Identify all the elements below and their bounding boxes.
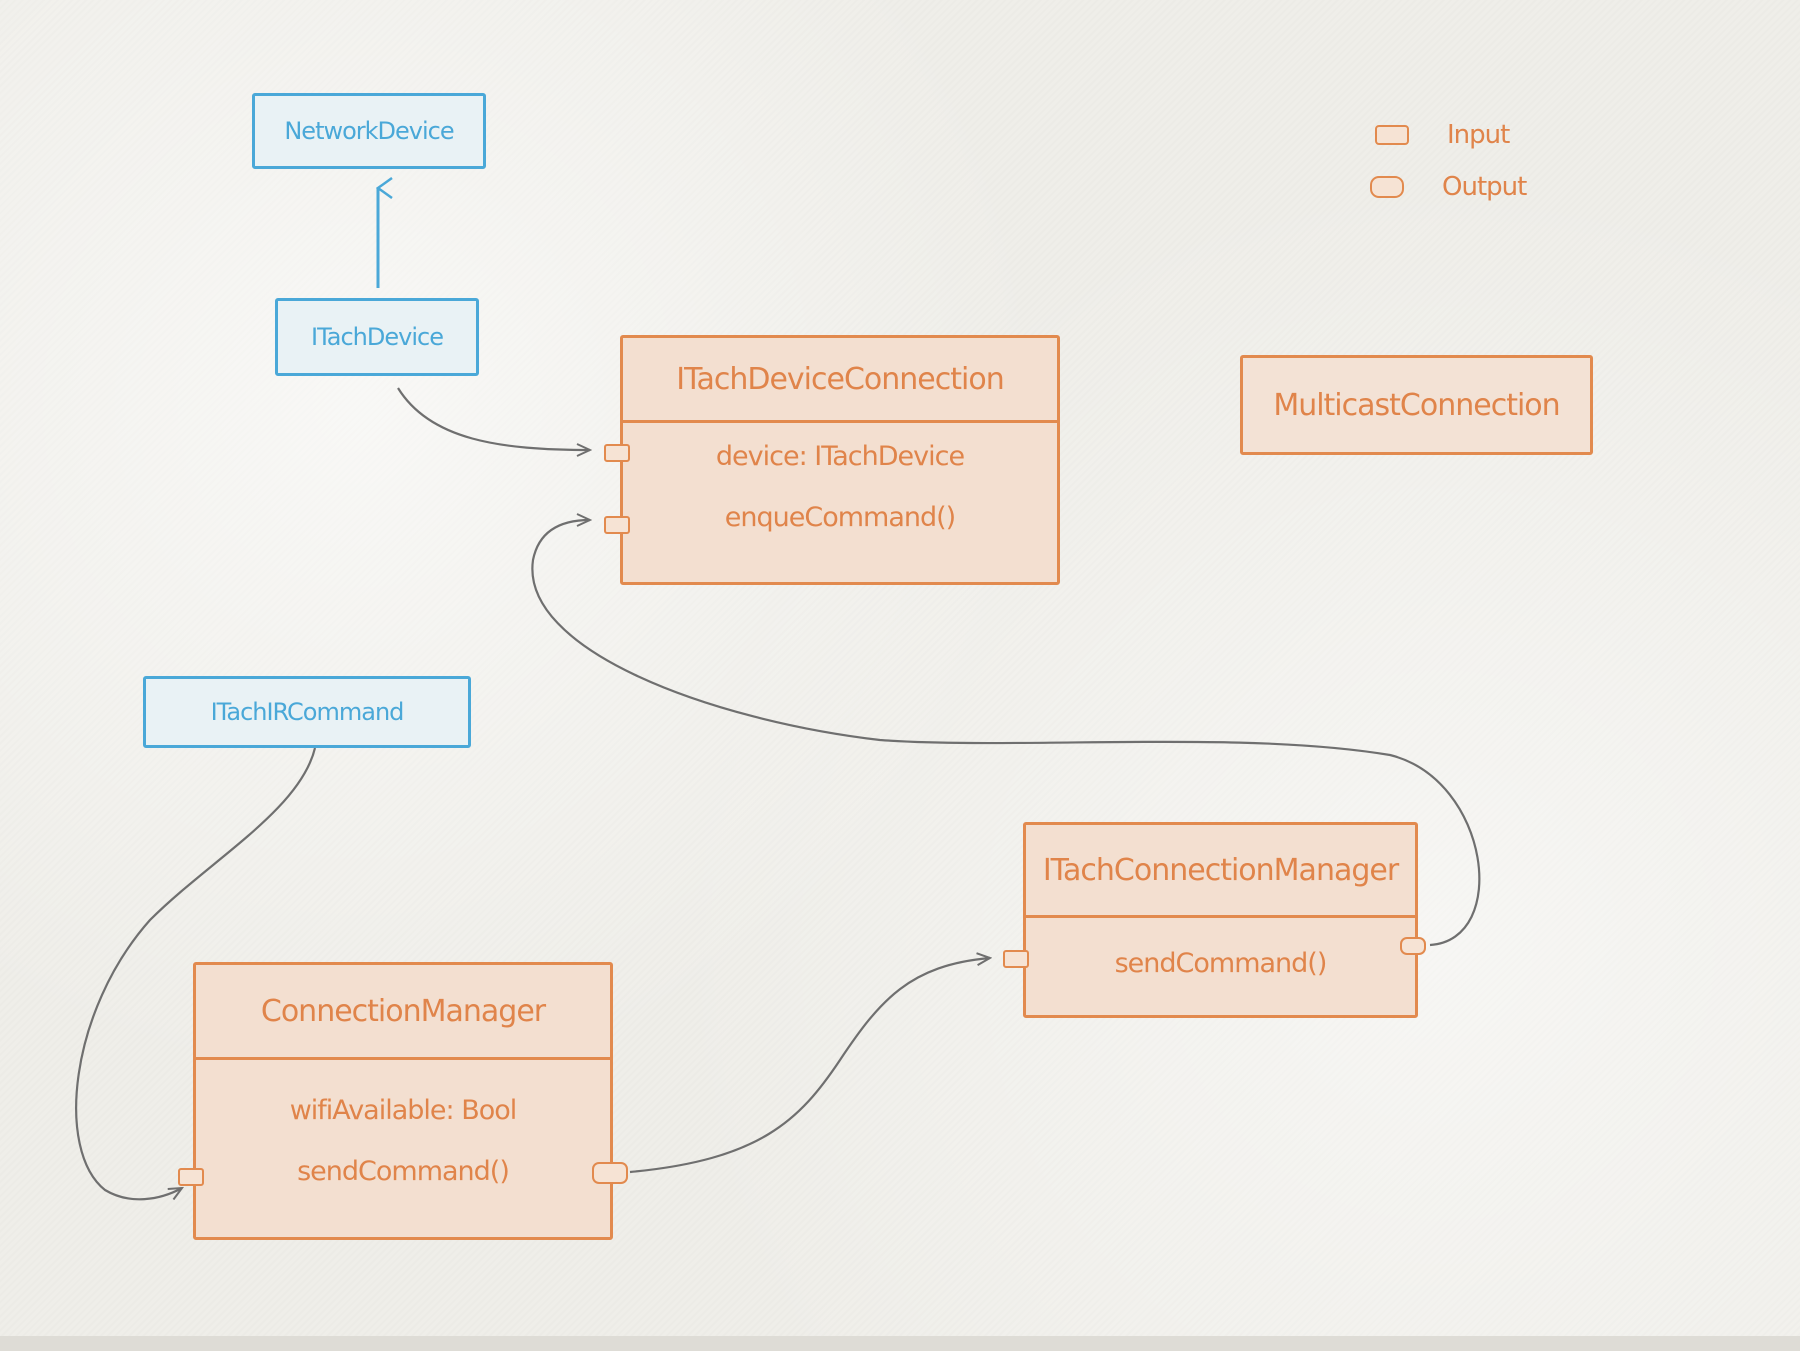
itach-device-node[interactable]: ITachDevice [275, 298, 479, 376]
multicast-connection-node[interactable]: MulticastConnection [1240, 355, 1593, 455]
connection-manager-output-port[interactable] [592, 1162, 628, 1184]
link-ircommand-to-connectionmanager [75, 747, 317, 1201]
link-connectionmanager-to-itachconnectionmanager [629, 958, 990, 1174]
legend-output-label: Output [1442, 172, 1527, 202]
itach-device-connection-node[interactable]: ITachDeviceConnection device: ITachDevic… [620, 335, 1060, 585]
legend-output: Output [1370, 172, 1527, 202]
itach-device-connection-title: ITachDeviceConnection [623, 338, 1057, 423]
itach-device-connection-member: enqueCommand() [724, 502, 956, 533]
link-itachdevice-to-deviceconnection [397, 387, 590, 450]
itach-connection-manager-input-port[interactable] [1003, 950, 1029, 968]
bottom-band [0, 1336, 1800, 1351]
link-connectionmanager-to-deviceconnection [531, 520, 1481, 947]
connection-manager-node[interactable]: ConnectionManager wifiAvailable: Bool se… [193, 962, 613, 1240]
legend-input: Input [1375, 120, 1510, 150]
connection-manager-member: wifiAvailable: Bool [289, 1095, 518, 1126]
legend-input-label: Input [1447, 120, 1510, 150]
legend-output-swatch [1370, 176, 1404, 198]
connection-manager-member: sendCommand() [297, 1156, 510, 1187]
connection-manager-title: ConnectionManager [196, 965, 610, 1060]
itach-connection-manager-output-port[interactable] [1400, 937, 1426, 955]
itach-device-connection-input-port[interactable] [604, 516, 630, 534]
itach-device-connection-member: device: ITachDevice [715, 441, 965, 472]
itach-connection-manager-member: sendCommand() [1114, 948, 1328, 979]
connection-manager-input-port[interactable] [178, 1168, 204, 1186]
itach-ir-command-node[interactable]: ITachIRCommand [143, 676, 471, 748]
itach-device-connection-input-port[interactable] [604, 444, 630, 462]
itach-connection-manager-title: ITachConnectionManager [1026, 825, 1415, 918]
legend-input-swatch [1375, 125, 1409, 145]
network-device-node[interactable]: NetworkDevice [252, 93, 486, 169]
itach-connection-manager-node[interactable]: ITachConnectionManager sendCommand() [1023, 822, 1418, 1018]
